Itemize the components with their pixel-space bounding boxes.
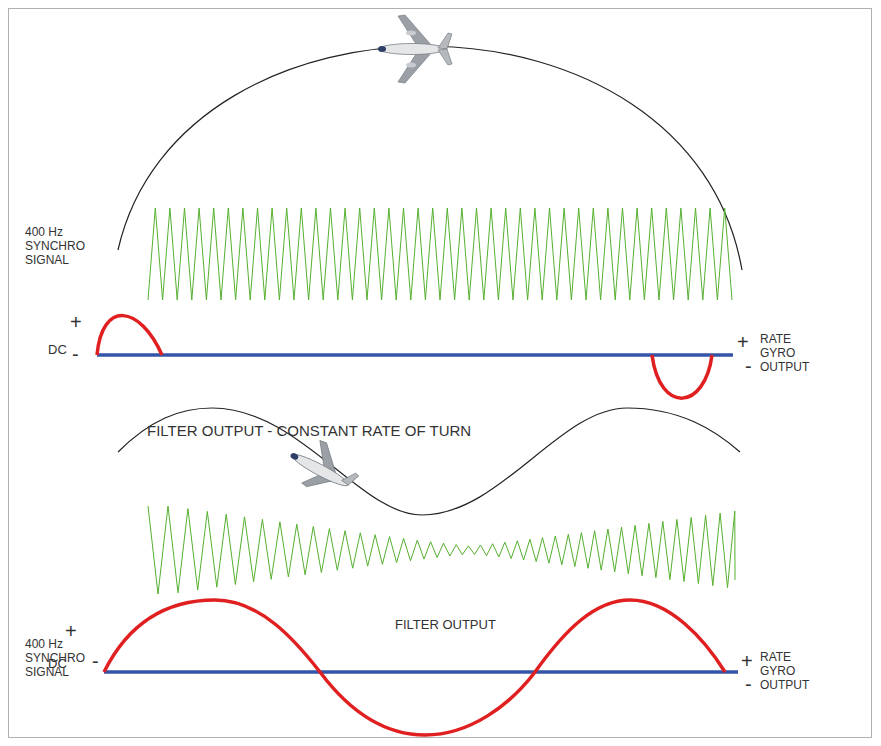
signal-name: DC: [48, 657, 78, 672]
synchro-signal: [148, 208, 732, 300]
polarity-sign: -: [745, 355, 765, 378]
signal-name: RATE GYRO OUTPUT: [760, 333, 816, 374]
dc-baseline: [104, 670, 738, 674]
filter-output: [104, 600, 725, 735]
panel-caption: FILTER OUTPUT - CONSTANT RATE OF TURN: [147, 422, 547, 439]
polarity-sign: +: [65, 620, 85, 643]
polarity-sign: -: [745, 673, 765, 696]
airplane: [281, 431, 365, 506]
polarity-sign: +: [737, 331, 757, 354]
polarity-sign: +: [70, 311, 90, 334]
polarity-sign: -: [72, 343, 92, 366]
filter-output: [97, 316, 162, 355]
filter-output: [652, 355, 712, 398]
signal-name: RATE GYRO OUTPUT: [760, 651, 816, 692]
dc-baseline: [97, 353, 733, 357]
airplane: [378, 15, 452, 83]
panel-caption: FILTER OUTPUT: [395, 618, 535, 633]
signal-name: 400 Hz SYNCHRO SIGNAL: [25, 226, 89, 267]
frame: [9, 9, 872, 738]
polarity-sign: -: [92, 650, 112, 673]
polarity-sign: +: [741, 650, 761, 673]
synchro-signal: [148, 506, 735, 594]
flight-path: [118, 408, 740, 515]
